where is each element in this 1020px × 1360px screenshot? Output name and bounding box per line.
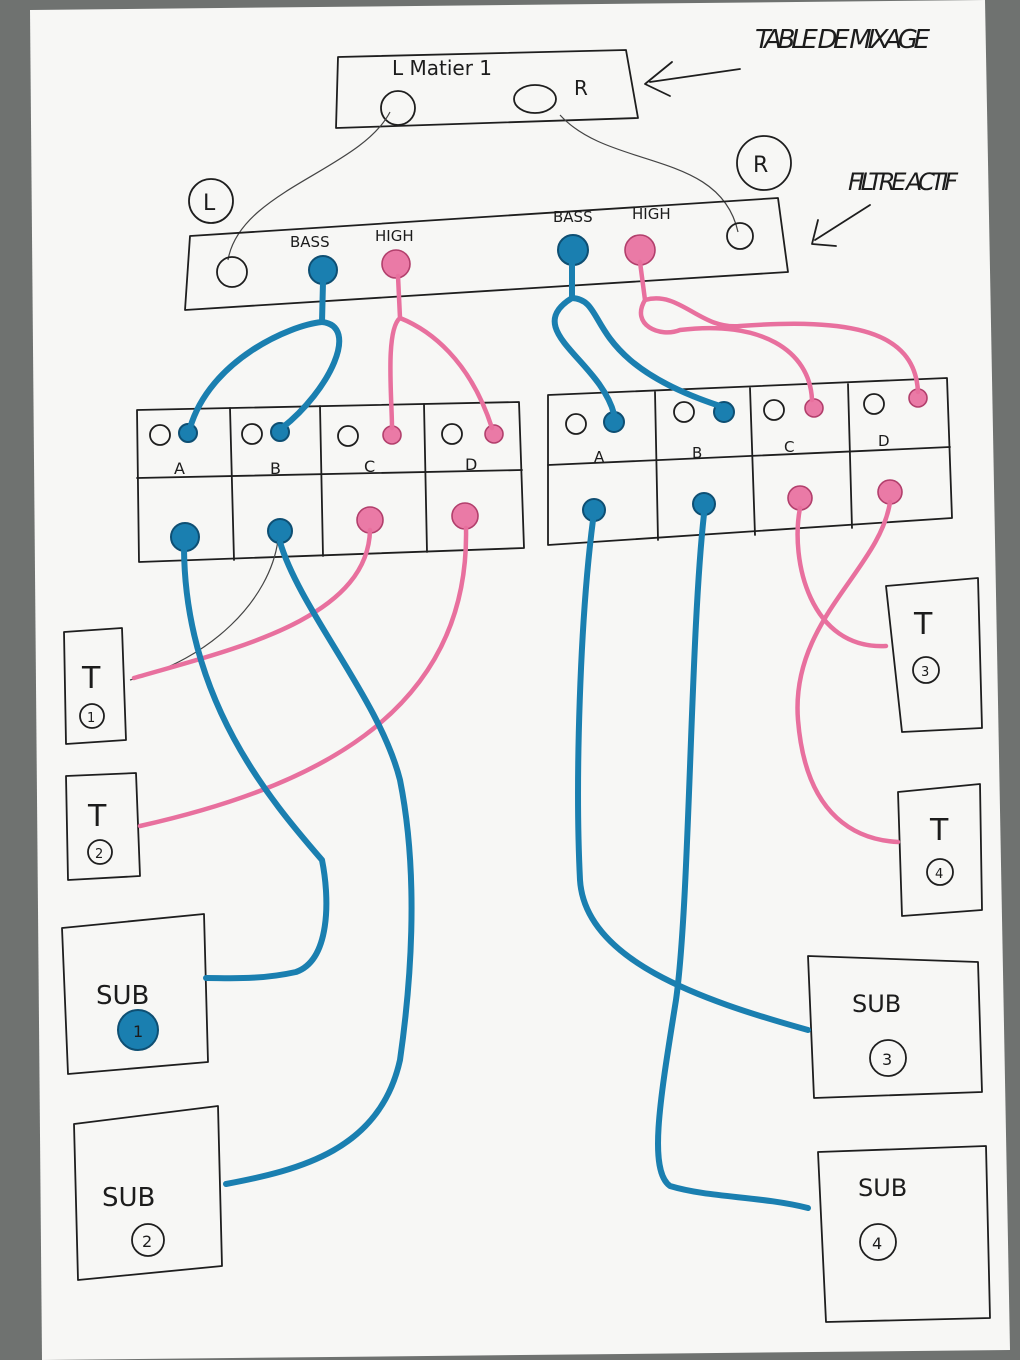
sub-4-number: 4 bbox=[872, 1234, 882, 1253]
sub-1-label: SUB bbox=[96, 981, 149, 1011]
tweeter-2: T 2 bbox=[65, 772, 141, 881]
filter-input-left bbox=[216, 256, 248, 288]
tweeter-3-label: T bbox=[913, 607, 933, 642]
cable-high-right-to-amp-c bbox=[637, 259, 815, 403]
tweeter-1-number: 1 bbox=[87, 711, 95, 726]
cable-high-right-to-amp-d bbox=[642, 296, 921, 395]
mixer-box: L Matier 1 R bbox=[335, 49, 639, 129]
amp-left-channel-b: B bbox=[270, 459, 281, 478]
tweeter-4: T 4 bbox=[897, 783, 983, 917]
mixer-title: L Matier 1 bbox=[392, 56, 492, 80]
amp-left-d-out bbox=[451, 502, 479, 530]
mixer-annotation: TABLE DE MIXAGE bbox=[755, 25, 931, 55]
label-right-circle bbox=[736, 135, 792, 191]
cable-amp-right-d-to-t4 bbox=[795, 499, 901, 845]
filter-arrow-icon bbox=[811, 204, 871, 247]
mixer-right-label: R bbox=[574, 76, 588, 100]
cable-amp-right-b-to-sub4 bbox=[655, 511, 811, 1211]
filter-bass-label-right: BASS bbox=[553, 208, 593, 226]
amp-left-channel-d: D bbox=[465, 455, 477, 474]
filter-right-label: R bbox=[753, 153, 768, 178]
tweeter-4-number: 4 bbox=[935, 867, 943, 882]
filter-high-out-left bbox=[381, 249, 411, 279]
amp-right-channel-d: D bbox=[878, 432, 890, 450]
tweeter-2-number: 2 bbox=[95, 847, 103, 862]
filter-high-label-left: HIGH bbox=[375, 227, 414, 245]
cable-amp-left-d-to-t2 bbox=[137, 525, 469, 829]
sub-2: SUB 2 bbox=[73, 1105, 223, 1281]
tweeter-2-label: T bbox=[87, 799, 107, 834]
cable-mixer-left bbox=[227, 111, 391, 261]
label-left-circle bbox=[188, 178, 234, 224]
cable-bass-left-to-amp-a bbox=[187, 279, 326, 431]
cable-amp-right-a-to-sub3 bbox=[575, 517, 811, 1033]
tweeter-4-label: T bbox=[929, 813, 949, 848]
sub-4-label: SUB bbox=[858, 1174, 907, 1202]
cable-mixer-right bbox=[559, 114, 739, 233]
tweeter-3: T 3 bbox=[885, 577, 983, 733]
mixer-out-right bbox=[513, 84, 557, 114]
filter-annotation: FILTRE ACTIF bbox=[848, 168, 959, 196]
filter-bass-label-left: BASS bbox=[290, 233, 330, 251]
tweeter-1: T 1 bbox=[63, 627, 127, 745]
cable-amp-left-a-to-sub1 bbox=[181, 545, 330, 982]
filter-input-right bbox=[726, 222, 754, 250]
amp-left-d-in bbox=[484, 424, 504, 444]
sub-1-number: 1 bbox=[133, 1022, 143, 1041]
amp-left-channel-a: A bbox=[174, 459, 185, 478]
amp-right-c-in bbox=[804, 398, 824, 418]
filter-left-label: L bbox=[203, 191, 216, 216]
sub-3-number: 3 bbox=[882, 1050, 892, 1069]
cable-high-left-to-amp-d bbox=[397, 315, 495, 431]
sub-3-label: SUB bbox=[852, 990, 901, 1018]
sub-2-label: SUB bbox=[102, 1183, 155, 1213]
cable-amp-left-c-to-t1 bbox=[131, 527, 373, 681]
cable-amp-right-c-to-t3 bbox=[795, 505, 889, 649]
paper-sheet bbox=[30, 0, 1010, 1360]
sub-4: SUB 4 bbox=[817, 1145, 991, 1323]
cable-bass-right-to-amp-b bbox=[569, 295, 723, 409]
sub-1: SUB 1 bbox=[61, 913, 209, 1075]
cable-bass-right-to-amp-a bbox=[551, 259, 617, 417]
amp-left-channel-c: C bbox=[364, 457, 375, 476]
active-filter-box: BASS HIGH BASS HIGH bbox=[184, 197, 789, 311]
tweeter-3-number: 3 bbox=[921, 665, 929, 680]
mixer-out-left bbox=[380, 90, 416, 126]
filter-high-label-right: HIGH bbox=[632, 205, 671, 223]
sub-3: SUB 3 bbox=[807, 955, 983, 1099]
mixer-arrow-icon bbox=[644, 61, 741, 97]
sub-2-number: 2 bbox=[142, 1232, 152, 1251]
tweeter-1-label: T bbox=[81, 661, 101, 696]
amp-right-channel-c: C bbox=[784, 438, 794, 456]
cable-amp-left-b-to-sub2 bbox=[223, 539, 415, 1187]
amp-right-channel-b: B bbox=[692, 444, 702, 462]
amp-right-channel-a: A bbox=[594, 448, 605, 466]
cable-bass-left-to-amp-b bbox=[279, 319, 343, 431]
